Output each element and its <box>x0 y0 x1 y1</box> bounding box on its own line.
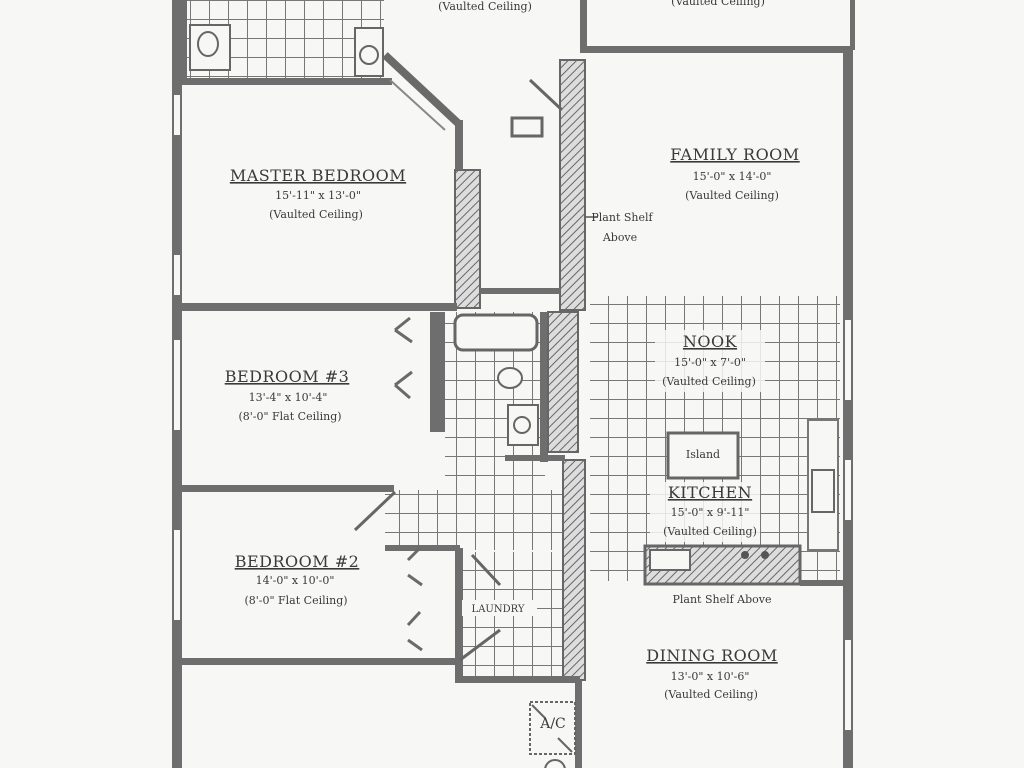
plant-shelf-label-1: Plant Shelf <box>591 211 653 224</box>
dining-room-ceiling: (Vaulted Ceiling) <box>664 688 758 701</box>
laundry-wall <box>562 459 586 681</box>
bedroom3-size: 13'-4" x 10'-4" <box>249 391 328 404</box>
kitchen-title: KITCHEN <box>668 483 752 502</box>
nook-ceiling: (Vaulted Ceiling) <box>662 375 756 388</box>
nook-size: 15'-0" x 7'-0" <box>674 356 746 369</box>
kitchen-sink-icon <box>811 469 835 513</box>
ac-label: A/C <box>539 716 566 732</box>
closet-wall <box>454 169 481 309</box>
kitchen-island <box>666 431 740 480</box>
dining-room-title: DINING ROOM <box>646 646 778 665</box>
bathtub-icon <box>453 313 539 352</box>
bedroom3-title: BEDROOM #3 <box>225 367 350 386</box>
bedroom2-size: 14'-0" x 10'-0" <box>256 574 335 587</box>
plant-shelf-label-2: Above <box>602 231 637 244</box>
kitchen-size: 15'-0" x 9'-11" <box>671 506 750 519</box>
family-room-ceiling: (Vaulted Ceiling) <box>685 189 779 202</box>
island-label: Island <box>686 448 720 461</box>
kitchen-plant-shelf-label: Plant Shelf Above <box>672 593 771 606</box>
top-left-ceiling-label: (Vaulted Ceiling) <box>438 0 532 13</box>
dining-room-size: 13'-0" x 10'-6" <box>671 670 750 683</box>
family-room-size: 15'-0" x 14'-0" <box>693 170 772 183</box>
master-bedroom-size: 15'-11" x 13'-0" <box>275 189 361 202</box>
master-bedroom-ceiling: (Vaulted Ceiling) <box>269 208 363 221</box>
hall-wall <box>547 311 579 453</box>
laundry-title: LAUNDRY <box>472 604 525 615</box>
exterior-wall-right <box>843 50 853 768</box>
bedroom2-title: BEDROOM #2 <box>235 552 360 571</box>
bedroom2-ceiling: (8'-0" Flat Ceiling) <box>244 594 347 607</box>
family-room-wall <box>559 59 586 311</box>
bedroom3-ceiling: (8'-0" Flat Ceiling) <box>238 410 341 423</box>
family-room-title: FAMILY ROOM <box>670 145 799 164</box>
master-bedroom-title: MASTER BEDROOM <box>230 166 406 185</box>
top-right-ceiling-label: (Vaulted Ceiling) <box>671 0 765 8</box>
kitchen-ceiling: (Vaulted Ceiling) <box>663 525 757 538</box>
hallway-tile <box>385 490 565 550</box>
sink-icon <box>507 404 539 446</box>
toilet-icon <box>497 367 523 389</box>
nook-title: NOOK <box>683 332 738 351</box>
sink-icon <box>354 27 384 77</box>
